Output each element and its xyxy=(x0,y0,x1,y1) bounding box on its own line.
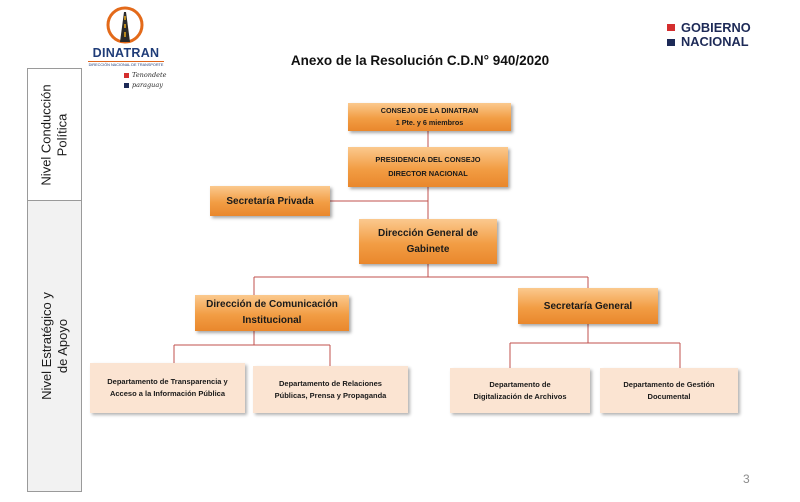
org-label-gabinete: Dirección General de Gabinete xyxy=(377,227,479,255)
slogan-line-2: paraguay xyxy=(132,81,163,89)
slogan-line-1: Tenondete xyxy=(132,71,167,79)
org-label-secretaria-privada: Secretaría Privada xyxy=(226,195,314,207)
level-conduccion-politica: Nivel Conducción Política xyxy=(27,68,82,202)
org-box-secretaria-general: Secretaría General xyxy=(518,288,658,324)
road-logo-icon xyxy=(106,6,144,44)
page-title: Anexo de la Resolución C.D.N° 940/2020 xyxy=(290,53,550,68)
org-label-relaciones: Departamento de Relaciones Públicas, Pre… xyxy=(274,378,387,400)
flag-bar-icon xyxy=(667,24,675,46)
org-box-digitalizacion: Departamento de Digitalización de Archiv… xyxy=(450,368,590,413)
org-box-comunicacion: Dirección de Comunicación Institucional xyxy=(195,295,349,331)
org-label-gestion: Departamento de Gestión Documental xyxy=(623,379,715,401)
org-label-presidencia: PRESIDENCIA DEL CONSEJO DIRECTOR NACIONA… xyxy=(375,155,481,178)
org-label-comunicacion: Dirección de Comunicación Institucional xyxy=(206,299,338,326)
gobierno-line-2: NACIONAL xyxy=(681,34,749,49)
slogan: Tenondete paraguay xyxy=(124,70,166,90)
dinatran-logo: DINATRAN DIRECCIÓN NACIONAL DE TRANSPORT… xyxy=(84,6,174,90)
org-label-consejo: CONSEJO DE LA DINATRAN 1 Pte. y 6 miembr… xyxy=(380,106,479,127)
org-label-secretaria-general: Secretaría General xyxy=(543,300,633,312)
org-box-transparencia: Departamento de Transparencia y Acceso a… xyxy=(90,363,245,413)
org-box-presidencia: PRESIDENCIA DEL CONSEJO DIRECTOR NACIONA… xyxy=(348,147,508,187)
blue-square-icon xyxy=(124,82,129,88)
level-estrategico-apoyo: Nivel Estratégico y de Apoyo xyxy=(27,200,82,492)
gobierno-line-1: GOBIERNO xyxy=(681,20,751,35)
org-label-transparencia: Departamento de Transparencia y Acceso a… xyxy=(107,377,228,398)
org-box-gestion: Departamento de Gestión Documental xyxy=(600,368,738,413)
page-number: 3 xyxy=(743,472,750,486)
org-box-relaciones: Departamento de Relaciones Públicas, Pre… xyxy=(253,366,408,413)
logo-name: DINATRAN xyxy=(92,46,160,60)
org-box-gabinete: Dirección General de Gabinete xyxy=(359,219,497,264)
red-square-icon xyxy=(124,72,129,78)
org-box-consejo: CONSEJO DE LA DINATRAN 1 Pte. y 6 miembr… xyxy=(348,103,511,131)
org-box-secretaria-privada: Secretaría Privada xyxy=(210,186,330,216)
org-label-digitalizacion: Departamento de Digitalización de Archiv… xyxy=(473,379,567,401)
logo-subtitle: DIRECCIÓN NACIONAL DE TRANSPORTE xyxy=(88,61,164,67)
